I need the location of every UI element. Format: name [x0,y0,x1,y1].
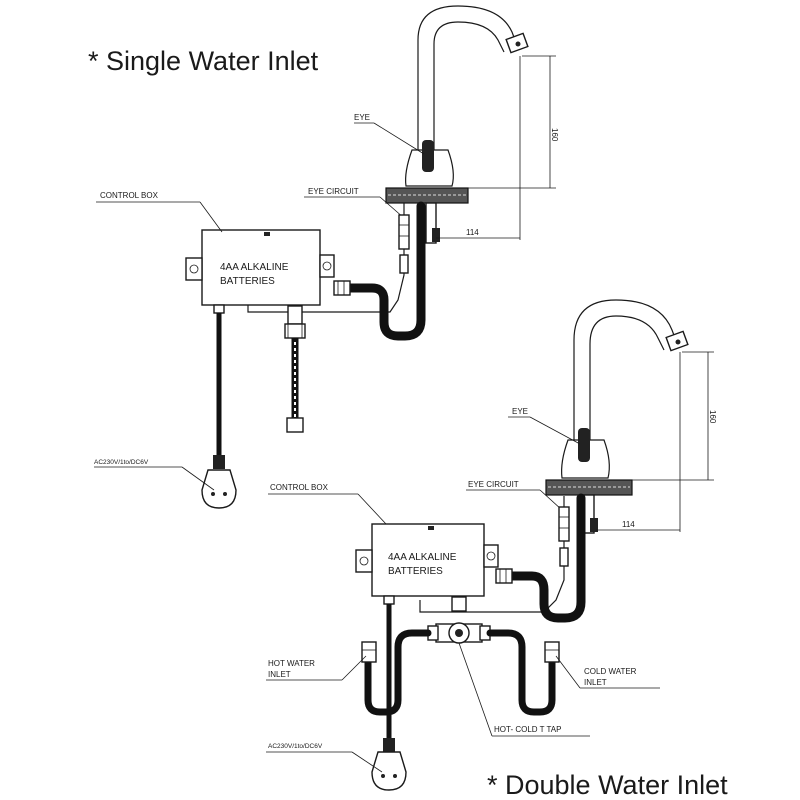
single-dim-width: 114 [466,228,479,237]
double-inlet-assembly: 160 114 EYE EYE CIRCUIT 4AA ALKALINE BAT… [266,299,717,791]
single-inlet-assembly: 160 114 EYE EYE CIRCUIT 4AA ALKALINE BAT… [94,5,559,509]
double-control-box: 4AA ALKALINE BATTERIES [355,523,513,597]
double-label-control-box: CONTROL BOX [270,483,329,492]
double-label-hot-water-line2: INLET [268,670,291,679]
single-label-eye-circuit: EYE CIRCUIT [308,187,359,196]
single-dim-height: 160 [550,128,559,142]
single-water-inlet-hose [284,305,306,433]
double-t-tap [427,596,491,644]
double-label-t-tap: HOT- COLD T TAP [494,725,561,734]
single-power-cable [201,304,237,509]
double-label-eye: EYE [512,407,528,416]
single-dimension-lines: 160 114 [436,55,559,240]
single-label-control-box: CONTROL BOX [100,191,159,200]
single-battery-label-line2: BATTERIES [220,276,275,287]
double-eye-sensor [578,428,590,462]
double-label-cold-water-line2: INLET [584,678,607,687]
double-label-cold-water-line1: COLD WATER [584,667,637,676]
double-battery-label-line1: 4AA ALKALINE [388,552,457,563]
title-double-water-inlet: * Double Water Inlet [487,770,728,800]
double-label-hot-water-line1: HOT WATER [268,659,315,668]
double-label-power: AC230V/1to/DC6V [268,743,323,750]
double-dim-height: 160 [708,410,717,424]
double-label-eye-circuit: EYE CIRCUIT [468,480,519,489]
single-control-box: 4AA ALKALINE BATTERIES [185,229,351,306]
title-single-water-inlet: * Single Water Inlet [88,46,319,76]
double-dim-width: 114 [622,520,635,529]
double-battery-label-line2: BATTERIES [388,566,443,577]
single-label-power: AC230V/1to/DC6V [94,459,149,466]
double-power-cable [371,595,407,791]
double-dimension-lines: 160 114 [596,351,717,532]
single-faucet-spout [385,5,529,244]
single-eye-sensor [422,140,434,172]
single-label-eye: EYE [354,113,370,122]
double-faucet-spout [545,299,689,534]
single-battery-label-line1: 4AA ALKALINE [220,262,289,273]
